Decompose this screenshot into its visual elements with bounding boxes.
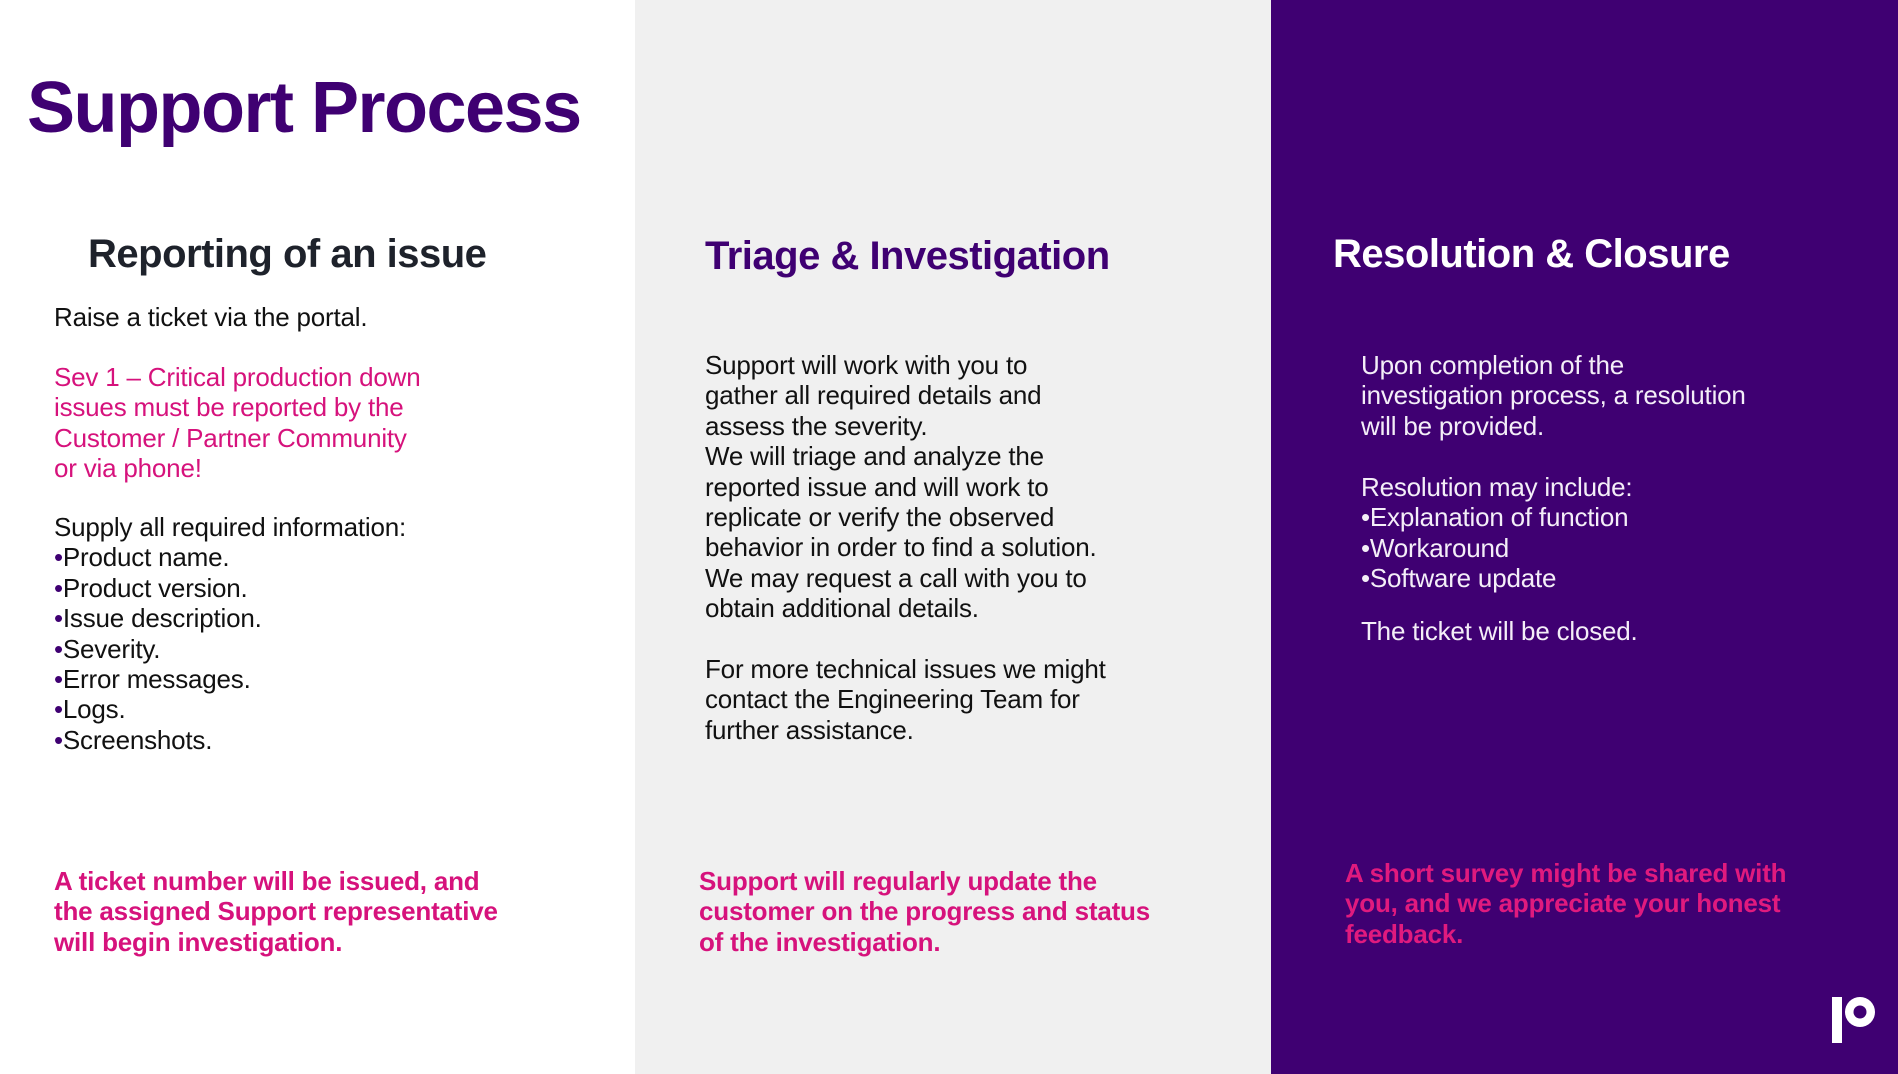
- bullet-dot-icon: •: [54, 664, 63, 695]
- paragraph-line: Support will work with you to: [705, 350, 1028, 380]
- severity-line: issues must be reported by the: [54, 392, 404, 423]
- list-item-label: Software update: [1369, 563, 1557, 594]
- column-3-footer: A short survey might be shared with you,…: [1345, 858, 1865, 949]
- paragraph-line: contact the Engineering Team for: [705, 684, 1080, 715]
- footer-line: customer on the progress and status: [699, 896, 1150, 927]
- list-item-label: Screenshots.: [62, 724, 213, 755]
- list-item: •Error messages.: [54, 664, 594, 694]
- list-item-label: Logs.: [62, 694, 126, 725]
- paragraph-line: We will triage and analyze the: [705, 441, 1044, 472]
- footer-line: A ticket number will be issued, and: [54, 866, 480, 896]
- severity-line: Sev 1 – Critical production down: [54, 362, 421, 392]
- footer-line: will begin investigation.: [54, 926, 343, 957]
- list-item: •Product name.: [54, 542, 594, 572]
- column-1-heading: Reporting of an issue: [88, 232, 487, 276]
- paragraph-line: will be provided.: [1361, 410, 1545, 441]
- column-2-heading: Triage & Investigation: [705, 234, 1110, 278]
- list-item-label: Workaround: [1369, 532, 1510, 563]
- paragraph-line: obtain additional details.: [705, 593, 979, 624]
- list-item: •Logs.: [54, 694, 594, 724]
- brand-logo-icon: [1832, 997, 1876, 1043]
- footer-line: A short survey might be shared with: [1345, 858, 1787, 888]
- bullet-dot-icon: •: [54, 603, 63, 634]
- intro-line: Raise a ticket via the portal.: [54, 302, 368, 332]
- list-item: •Workaround: [1361, 533, 1861, 563]
- paragraph-line: replicate or verify the observed: [705, 502, 1055, 533]
- paragraph-line: For more technical issues we might: [705, 654, 1106, 684]
- bullet-dot-icon: •: [54, 724, 63, 755]
- paragraph-line: gather all required details and: [705, 380, 1042, 411]
- paragraph-line: investigation process, a resolution: [1361, 380, 1746, 411]
- footer-line: you, and we appreciate your honest: [1345, 888, 1781, 919]
- list-item-label: Product version.: [62, 572, 248, 603]
- paragraph-line: reported issue and will work to: [705, 471, 1049, 502]
- list-item-label: Product name.: [62, 542, 230, 573]
- supply-label: Supply all required information:: [54, 512, 407, 542]
- right-column-background: [1271, 0, 1898, 1074]
- list-item-label: Issue description.: [62, 603, 262, 634]
- column-reporting: Reporting of an issue Raise a ticket via…: [0, 0, 635, 1074]
- resolution-label: Resolution may include:: [1361, 472, 1633, 502]
- column-3-resolution-list: Resolution may include: •Explanation of …: [1361, 472, 1861, 594]
- column-3-closing: The ticket will be closed.: [1361, 616, 1861, 646]
- column-1-footer: A ticket number will be issued, and the …: [54, 866, 594, 957]
- footer-line: of the investigation.: [699, 926, 941, 957]
- column-resolution: Resolution & Closure Upon completion of …: [1271, 0, 1898, 1074]
- column-2-footer: Support will regularly update the custom…: [699, 866, 1239, 957]
- closing-line: The ticket will be closed.: [1361, 616, 1638, 646]
- list-item: •Product version.: [54, 573, 594, 603]
- column-2-paragraph-2: For more technical issues we might conta…: [705, 654, 1225, 745]
- footer-line: Support will regularly update the: [699, 866, 1097, 896]
- list-item: •Severity.: [54, 634, 594, 664]
- severity-line: Customer / Partner Community: [54, 422, 407, 453]
- list-item: •Software update: [1361, 563, 1861, 593]
- bullet-dot-icon: •: [54, 633, 63, 664]
- column-1-severity-note: Sev 1 – Critical production down issues …: [54, 362, 584, 484]
- bullet-dot-icon: •: [1361, 502, 1370, 533]
- bullet-dot-icon: •: [54, 542, 63, 573]
- paragraph-line: We may request a call with you to: [705, 562, 1087, 593]
- column-1-supply-list: Supply all required information: •Produc…: [54, 512, 594, 755]
- list-item: •Screenshots.: [54, 725, 594, 755]
- list-item-label: Error messages.: [62, 664, 251, 695]
- bullet-dot-icon: •: [1361, 532, 1370, 563]
- column-triage: Triage & Investigation Support will work…: [635, 0, 1271, 1074]
- list-item: •Issue description.: [54, 603, 594, 633]
- paragraph-line: assess the severity.: [705, 410, 928, 441]
- paragraph-line: behavior in order to find a solution.: [705, 532, 1097, 563]
- severity-line: or via phone!: [54, 453, 202, 484]
- page-title: Support Process: [27, 68, 582, 148]
- column-3-heading: Resolution & Closure: [1333, 232, 1730, 276]
- list-item-label: Explanation of function: [1369, 502, 1629, 533]
- column-1-intro: Raise a ticket via the portal.: [54, 302, 594, 332]
- footer-line: the assigned Support representative: [54, 896, 498, 927]
- bullet-dot-icon: •: [54, 572, 63, 603]
- column-2-paragraph-1: Support will work with you to gather all…: [705, 350, 1225, 624]
- middle-column-background: [635, 0, 1271, 1074]
- bullet-dot-icon: •: [54, 694, 63, 725]
- footer-line: feedback.: [1345, 918, 1464, 949]
- column-3-paragraph-1: Upon completion of the investigation pro…: [1361, 350, 1861, 441]
- paragraph-line: Upon completion of the: [1361, 350, 1624, 380]
- list-item-label: Severity.: [62, 633, 161, 664]
- list-item: •Explanation of function: [1361, 502, 1861, 532]
- bullet-dot-icon: •: [1361, 563, 1370, 594]
- paragraph-line: further assistance.: [705, 714, 914, 745]
